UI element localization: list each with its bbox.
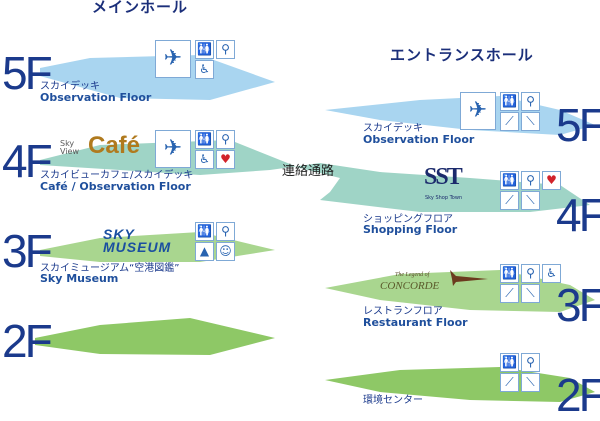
sky-museum-logo-line1: SKY: [103, 226, 135, 242]
main-2f-label: 2F: [2, 315, 53, 367]
entrance-5f-label: 5F: [556, 99, 600, 151]
observation-icon: ✈: [460, 92, 496, 130]
baby-room-icon: ⚲: [521, 171, 540, 190]
restroom-icon: 🚻: [500, 353, 519, 372]
main-5f-en: Observation Floor: [40, 91, 152, 104]
sst-logo-sub: Sky Shop Town: [425, 195, 463, 201]
baby-room-icon: ⚲: [521, 264, 540, 283]
restroom-icon: 🚻: [195, 130, 214, 149]
restroom-icon: 🚻: [195, 222, 214, 241]
concorde-logo: CONCORDE: [380, 280, 440, 292]
entrance-4f-label: 4F: [556, 189, 600, 241]
main-hall-title: メインホール: [92, 0, 189, 16]
escalator-up-icon: ⟋: [500, 191, 519, 210]
escalator-down-icon: ⟍: [521, 284, 540, 303]
entrance-3f-jp: レストランフロア: [363, 306, 443, 317]
entrance-5f-en: Observation Floor: [363, 133, 475, 146]
baby-room-icon: ⚲: [216, 40, 235, 59]
observation-icon: ✈: [155, 40, 191, 78]
concorde-plane-icon: [450, 270, 488, 286]
escalator-up-icon: ⟋: [500, 373, 519, 392]
baby-room-icon: ⚲: [521, 92, 540, 111]
sst-logo: SST: [424, 164, 463, 190]
prayer-icon: ▲: [195, 242, 214, 261]
baby-room-icon: ⚲: [216, 222, 235, 241]
main-5f-jp: スカイデッキ: [40, 81, 100, 92]
escalator-down-icon: ⟍: [521, 112, 540, 131]
escalator-down-icon: ⟍: [521, 191, 540, 210]
wheelchair-icon: ♿: [195, 150, 214, 169]
main-3f-jp: スカイミュージアム“空港図鑑”: [40, 263, 180, 274]
aed-icon: ♥: [542, 171, 561, 190]
main-5f-label: 5F: [2, 47, 53, 99]
concorde-logo-sub: The Legend of: [395, 272, 430, 278]
escalator-down-icon: ⟍: [521, 373, 540, 392]
entrance-3f-label: 3F: [556, 279, 600, 331]
cafe-logo: Café: [88, 132, 141, 159]
entrance-2f-label: 2F: [556, 369, 600, 421]
main-2f-floor: [35, 318, 275, 355]
main-4f-jp: スカイビューカフェ/スカイデッキ: [40, 170, 194, 181]
entrance-4f-en: Shopping Floor: [363, 223, 458, 236]
aed-icon: ♥: [216, 150, 235, 169]
entrance-2f-jp: 環境センター: [363, 395, 423, 406]
escalator-up-icon: ⟋: [500, 284, 519, 303]
wheelchair-icon: ♿: [542, 264, 561, 283]
entrance-hall-title: エントランスホール: [390, 46, 534, 64]
baby-room-icon: ⚲: [216, 130, 235, 149]
escalator-up-icon: ⟋: [500, 112, 519, 131]
wheelchair-icon: ♿: [195, 60, 214, 79]
entrance-4f-jp: ショッピングフロア: [363, 214, 453, 225]
sky-museum-logo-line2: MUSEUM: [103, 239, 172, 255]
restroom-icon: 🚻: [500, 92, 519, 111]
entrance-3f-en: Restaurant Floor: [363, 316, 468, 329]
cafe-logo-small: Sky View: [60, 139, 79, 156]
child-icon: ☺: [216, 242, 235, 261]
restroom-icon: 🚻: [500, 264, 519, 283]
restroom-icon: 🚻: [500, 171, 519, 190]
baby-room-icon: ⚲: [521, 353, 540, 372]
restroom-icon: 🚻: [195, 40, 214, 59]
connector-label: 連絡通路: [282, 164, 335, 179]
entrance-5f-jp: スカイデッキ: [363, 123, 423, 134]
main-4f-label: 4F: [2, 135, 53, 187]
main-4f-en: Café / Observation Floor: [40, 180, 191, 193]
main-3f-en: Sky Museum: [40, 272, 119, 285]
main-3f-label: 3F: [2, 225, 53, 277]
observation-icon: ✈: [155, 130, 191, 168]
